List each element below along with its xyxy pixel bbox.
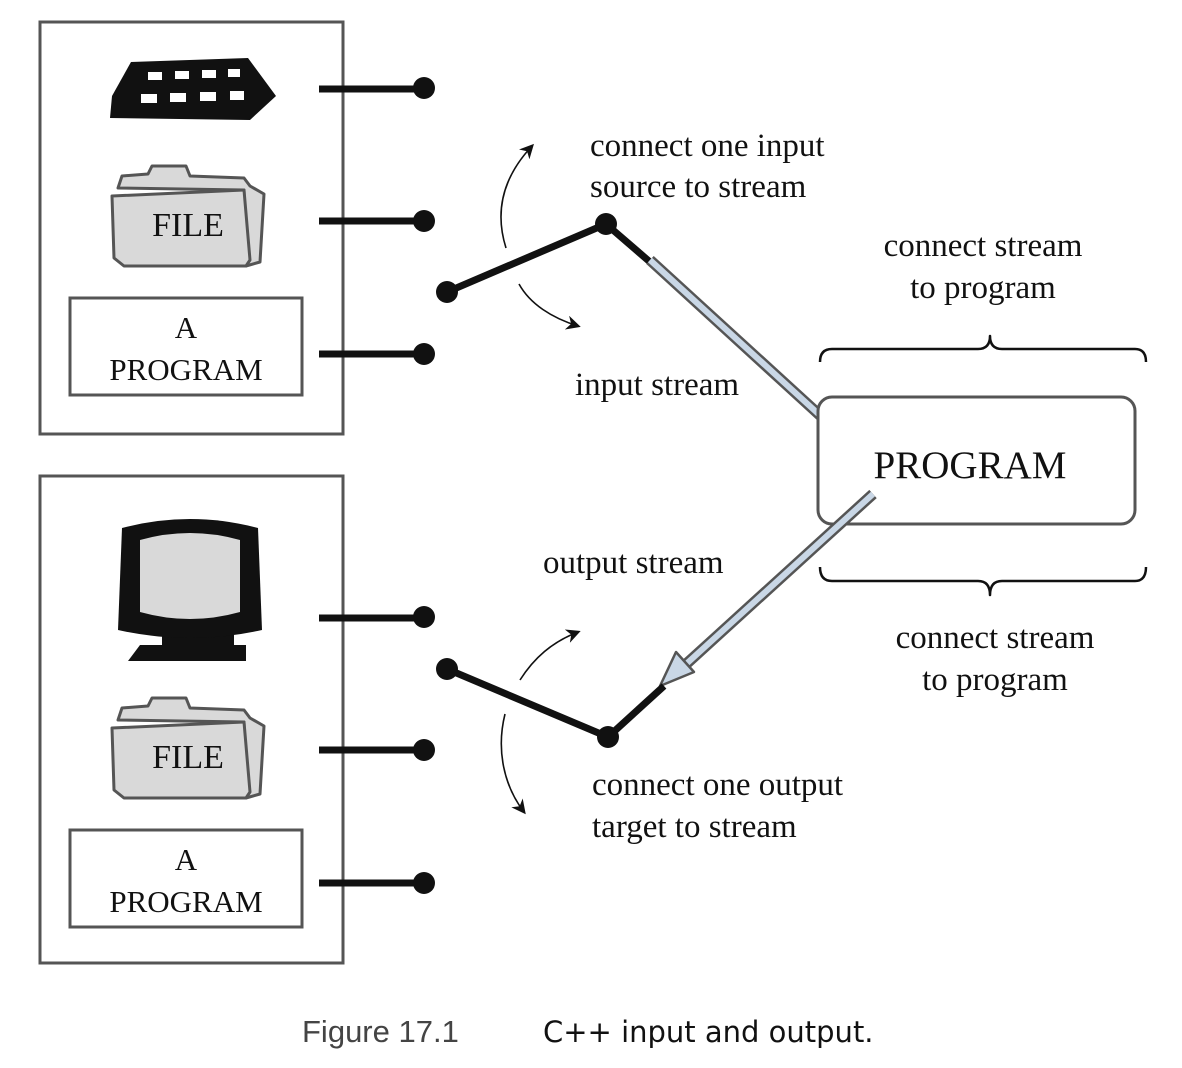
keyboard-icon [110,58,276,120]
output-stream-pipe [658,489,877,688]
program-label: PROGRAM [874,444,1067,487]
input-switch-pivot [595,213,617,235]
bottom-brace [818,566,1148,597]
program-box [816,395,1137,526]
output-switch-lever-end[interactable] [436,658,458,680]
output-program-line2: PROGRAM [109,884,262,919]
input-program-box [68,296,304,397]
rotate-down-arrow [518,283,581,330]
connect-program-bottom-line1: connect stream [896,620,1095,656]
output-program-line1: A [175,842,198,877]
connect-input-label-line1: connect one input [590,128,825,164]
rotate-up-arrow [500,143,534,249]
input-program-line1: A [175,310,198,345]
input-switch-lever-end[interactable] [436,281,458,303]
output-program-box [68,828,304,929]
connect-program-top-line2: to program [910,270,1056,306]
input-devices-group: FILE A PROGRAM [38,20,435,436]
output-switch [436,629,667,815]
input-switch [436,143,653,330]
output-file-label: FILE [152,739,224,776]
program-terminal[interactable] [413,872,435,894]
connect-input-label-line2: source to stream [590,169,807,205]
rotate-down-arrow [500,713,526,815]
figure-number: Figure 17.1 [302,1014,459,1049]
input-file-label: FILE [152,207,224,244]
folder-icon: FILE [110,696,266,800]
file-terminal[interactable] [413,210,435,232]
connect-output-label-line2: target to stream [592,809,797,845]
input-program-line2: PROGRAM [109,352,262,387]
connect-program-bottom-line2: to program [922,662,1068,698]
output-switch-pivot [597,726,619,748]
output-devices-group: FILE A PROGRAM [38,474,435,965]
figure-caption: C++ input and output. [543,1015,874,1049]
rotate-up-arrow [519,629,581,681]
top-brace [818,334,1148,363]
folder-icon: FILE [110,164,266,268]
monitor-icon [118,519,262,661]
file-terminal[interactable] [413,739,435,761]
program-terminal[interactable] [413,343,435,365]
connect-program-top-line1: connect stream [884,228,1083,264]
output-stream-label: output stream [543,545,724,581]
connect-output-label-line1: connect one output [592,767,843,803]
input-stream-label: input stream [575,367,739,403]
monitor-terminal[interactable] [413,606,435,628]
keyboard-terminal[interactable] [413,77,435,99]
